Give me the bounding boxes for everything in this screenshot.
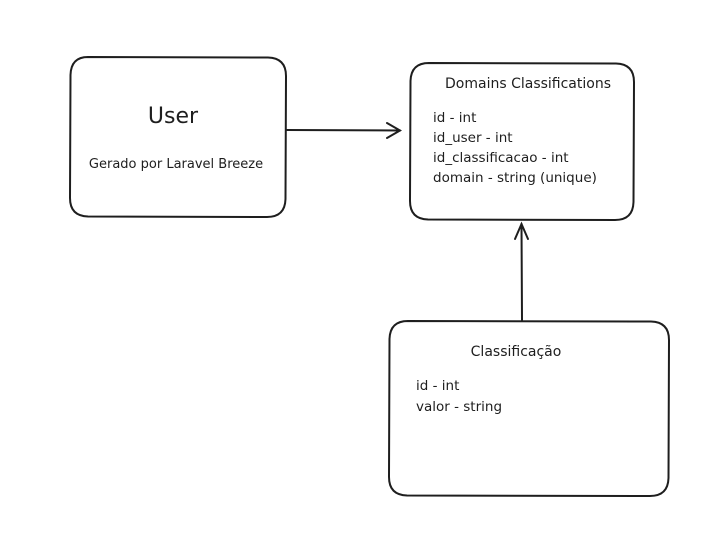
user-entity[interactable]: User Gerado por Laravel Breeze	[69, 56, 287, 218]
field-id-classificacao: id_classificacao - int	[433, 150, 569, 166]
user-entity-border	[69, 56, 287, 218]
arrow-user-to-domains-line	[286, 129, 401, 132]
arrow-classificacao-to-domains-line	[520, 223, 523, 321]
classificacao-entity[interactable]: Classificação id - int valor - string	[388, 320, 670, 497]
arrow-user-to-domains-head	[386, 122, 403, 139]
domains-classifications-title: Domains Classifications	[445, 76, 611, 92]
field-domain: domain - string (unique)	[433, 170, 597, 186]
field-id: id - int	[416, 378, 459, 394]
user-entity-title: User	[148, 104, 199, 129]
classificacao-entity-border	[388, 320, 670, 497]
arrow-classificacao-to-domains	[514, 221, 529, 321]
user-entity-subtitle: Gerado por Laravel Breeze	[89, 157, 263, 172]
field-valor: valor - string	[416, 399, 502, 415]
arrow-user-to-domains	[286, 122, 403, 139]
field-id: id - int	[433, 110, 476, 126]
field-id-user: id_user - int	[433, 130, 513, 146]
classificacao-title: Classificação	[471, 344, 562, 360]
domains-classifications-entity[interactable]: Domains Classifications id - int id_user…	[409, 62, 635, 221]
arrow-classificacao-to-domains-head	[514, 221, 529, 240]
domains-classifications-entity-border	[409, 62, 635, 221]
